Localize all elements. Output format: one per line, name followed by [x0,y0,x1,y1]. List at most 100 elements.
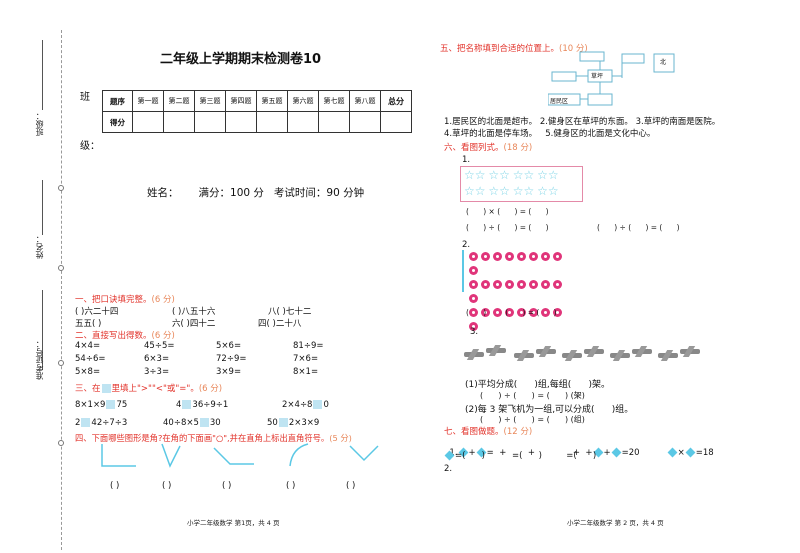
compare-box[interactable] [106,400,116,409]
flower-icon [468,308,478,317]
compare-box[interactable] [182,400,192,409]
sec6-q1-eq2b[interactable]: ( ) ÷ ( ) = ( ) [597,223,680,232]
exam-info: 姓名： 满分：100 分 考试时间：90 分钟 [147,187,365,199]
flower-icon [528,252,538,261]
page-title: 二年级上学期期末检测卷10 [160,52,322,67]
binding-dashed-line [61,30,62,550]
angle-answer-blank[interactable]: ( ) [286,481,296,491]
angle-answer-blank[interactable]: ( ) [162,481,172,491]
sec7-op: × [677,448,685,458]
star-icon: ☆☆ [512,184,535,198]
sec2-item: 54÷6= [75,354,106,364]
flower-icon [504,252,514,261]
compare-box[interactable] [199,418,209,427]
flower-icon [516,308,526,317]
compare-left: 50 [267,418,278,428]
sec7-op: =20 [621,448,640,458]
score-cell[interactable] [256,111,288,133]
sec6-q1-eq2a[interactable]: ( ) ÷ ( ) = ( ) [466,223,549,232]
score-cell[interactable] [163,111,195,133]
compare-left: 2 [75,418,81,428]
airplane-icon [514,353,534,358]
sec1-item: ( )六二十四 [75,307,119,317]
section-3-points: (6 分) [198,384,223,394]
sec1-item: 五五( ) [75,319,102,329]
star-icon: ☆☆ [537,168,559,182]
diamond-icon [611,447,622,458]
flower-icon [492,308,502,317]
angle-shapes [101,443,379,468]
compare-box[interactable] [278,418,288,427]
star-icon: ☆☆ [488,168,510,182]
sec6-q3-part1-eq[interactable]: ( ) ÷ ( ) = ( ) (架) [480,391,585,400]
airplane-icon [536,349,556,354]
answer-box-icon [101,384,111,393]
sec2-item: 45÷5= [144,341,175,351]
sec6-q3-part2: (2)每 3 架飞机为一组,可以分成( )组。 [465,405,634,415]
compare-right: 30 [209,418,221,428]
flower-icon [516,252,526,261]
sec7-op: + [572,448,580,458]
map-label-lawn: 草坪 [591,73,604,80]
flower-icon [540,308,550,317]
sec6-q1-eq1[interactable]: ( ) × ( ) = ( ) [466,207,549,216]
score-cell[interactable] [349,111,381,133]
score-cell[interactable] [132,111,164,133]
sec7-line1: 1.+= + + + ++=20 ×=18 [444,438,714,458]
sec1-item: 四( )二十八 [258,319,302,329]
section-1-title: 一、把口诀填完整。(6 分) [75,293,175,305]
compare-box[interactable] [81,418,91,427]
score-header-cell: 第六题 [287,90,319,112]
chevron-angle-shape [349,445,379,462]
sec2-item: 4×4= [75,341,101,351]
binding-hole [58,265,64,271]
angle-answer-blank[interactable]: ( ) [110,481,120,491]
sec2-item: 5×6= [216,341,242,351]
score-header-cell: 第八题 [349,90,381,112]
score-cell[interactable] [318,111,350,133]
sec6-q2-eq[interactable]: ( ) ( ) = ( ) [466,308,557,317]
angle-answer-blank[interactable]: ( ) [346,481,356,491]
footer-right: 小学二年级数学 第 2 页，共 4 页 [567,519,664,527]
score-cell[interactable] [225,111,257,133]
sec2-item: 3×9= [216,367,242,377]
airplane-icon [464,352,484,357]
airplanes-figure [462,340,702,362]
score-cell[interactable] [287,111,319,133]
score-header-cell: 题序 [102,90,133,112]
sec6-q1-number: 1. [462,155,471,165]
section-7-title-text: 七、看图做题。 [444,427,504,437]
binding-hole [58,440,64,446]
score-header-cell: 第四题 [225,90,257,112]
score-cell[interactable] [380,111,412,133]
compare-box[interactable] [313,400,323,409]
airplane-icon [610,353,630,358]
score-header-cell: 第五题 [256,90,288,112]
airplane-icon [658,353,678,358]
score-cell[interactable] [194,111,226,133]
score-header-cell: 第二题 [163,90,195,112]
sec6-q3-part2-eq[interactable]: ( ) ÷ ( ) = ( ) (组) [480,415,585,424]
section-6-points: (18 分) [503,143,533,153]
angle-answer-blank[interactable]: ( ) [222,481,232,491]
class-label-top: 班 [80,92,90,103]
sec7-op: = [486,448,494,458]
section-7-title: 七、看图做题。(12 分) [444,425,532,437]
open-angle-shape [213,447,254,465]
binding-underline [42,180,43,235]
score-header-cell: 第一题 [132,90,164,112]
compare-right: 36÷9÷1 [192,400,229,410]
sec2-item: 6×3= [144,354,170,364]
diamond-icon [667,447,678,458]
flower-icon [540,280,550,289]
score-header-cell: 第三题 [194,90,226,112]
sec6-q2-number: 2. [462,240,471,250]
compare-right: 0 [323,400,329,410]
star-icon: ☆☆ [464,168,486,182]
star-icon: ☆☆ [512,168,535,182]
sec7-answers[interactable]: =( ) =( ) =( ) [455,451,597,461]
diamond-icon [685,447,696,458]
